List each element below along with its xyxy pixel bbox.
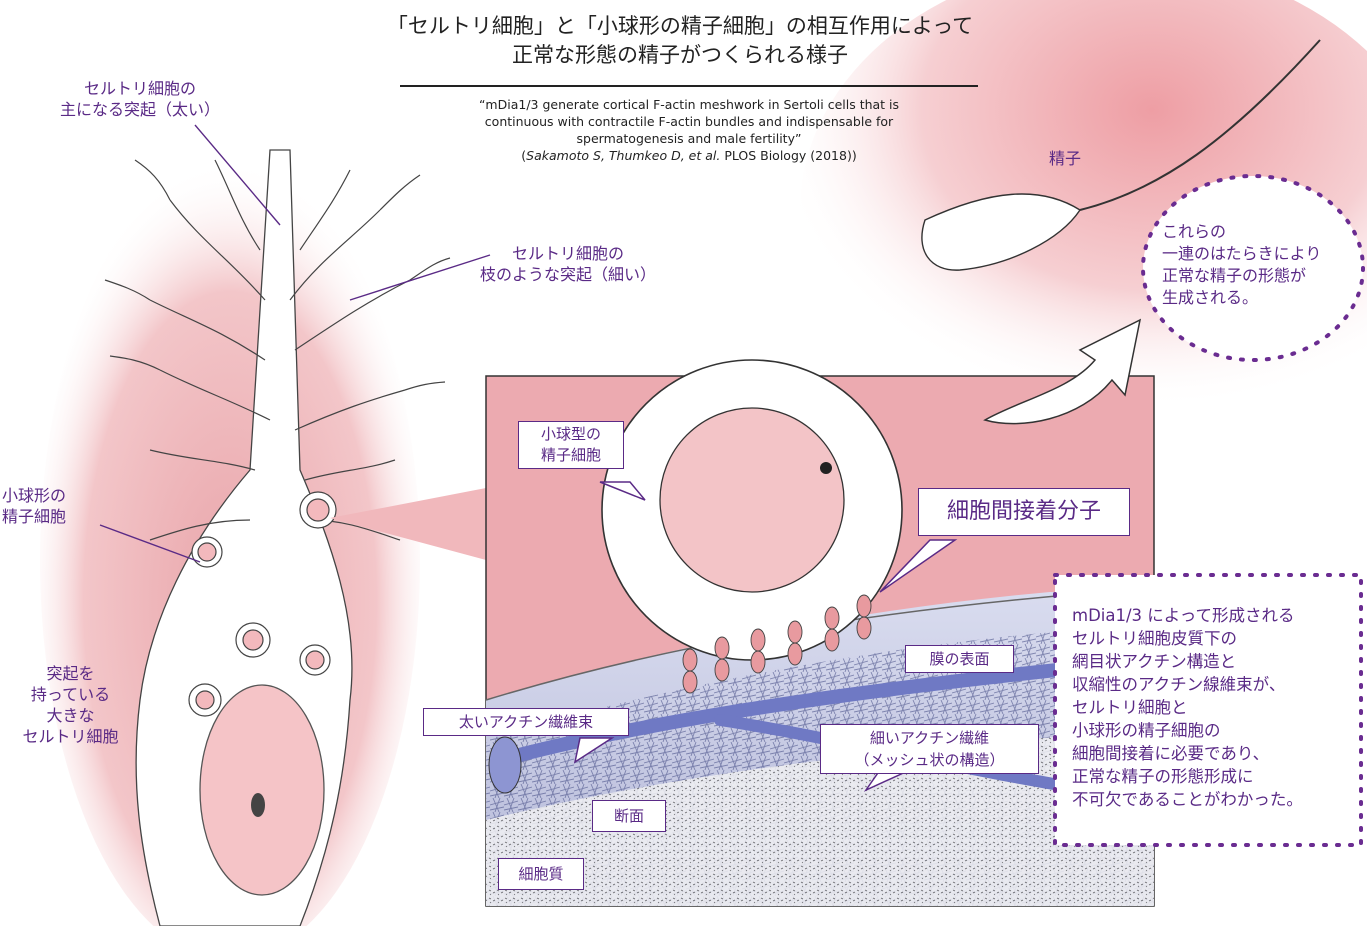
summary-note-line-4: 収縮性のアクチン線維束が、 (1072, 673, 1362, 696)
label-cytoplasm: 細胞質 (498, 858, 584, 890)
bubble-note-line-4: 生成される。 (1162, 287, 1357, 309)
label-thin-actin-line-1: 細いアクチン繊維 (827, 727, 1032, 749)
summary-note-line-8: 正常な精子の形態形成に (1072, 765, 1362, 788)
label-spermatid-left: 小球形の 精子細胞 (2, 485, 102, 527)
label-large-sertoli-line-2: 持っている (8, 684, 133, 705)
label-spermatid-inset: 小球型の 精子細胞 (518, 421, 624, 469)
label-thin-actin-line-2: （メッシュ状の構造） (827, 749, 1032, 771)
label-large-sertoli-line-4: セルトリ細胞 (8, 726, 133, 747)
citation-line-2: continuous with contractile F-actin bund… (400, 113, 978, 130)
title-divider (400, 85, 978, 87)
label-branch-process-line-1: セルトリ細胞の (448, 243, 688, 264)
summary-note: mDia1/3 によって形成される セルトリ細胞皮質下の 網目状アクチン構造と … (1072, 604, 1362, 811)
bubble-note-line-1: これらの (1162, 221, 1357, 243)
summary-note-line-2: セルトリ細胞皮質下の (1072, 627, 1362, 650)
label-thick-actin: 太いアクチン繊維束 (423, 708, 629, 736)
label-spermatid-left-line-1: 小球形の (2, 485, 102, 506)
bubble-note-line-2: 一連のはたらきにより (1162, 243, 1357, 265)
label-thin-actin: 細いアクチン繊維 （メッシュ状の構造） (820, 724, 1039, 774)
label-branch-process: セルトリ細胞の 枝のような突起（細い） (448, 243, 688, 285)
label-large-sertoli-line-1: 突起を (8, 663, 133, 684)
label-main-process-line-1: セルトリ細胞の (30, 78, 250, 99)
bubble-note-line-3: 正常な精子の形態が (1162, 265, 1357, 287)
summary-note-line-7: 細胞間接着に必要であり、 (1072, 742, 1362, 765)
summary-note-line-9: 不可欠であることがわかった。 (1072, 788, 1362, 811)
label-branch-process-line-2: 枝のような突起（細い） (448, 264, 688, 285)
label-cross-section: 断面 (592, 800, 666, 832)
label-membrane-surface: 膜の表面 (905, 645, 1014, 673)
summary-note-line-5: セルトリ細胞と (1072, 696, 1362, 719)
label-spermatid-inset-line-1: 小球型の (525, 424, 617, 445)
citation: “mDia1/3 generate cortical F-actin meshw… (400, 96, 978, 164)
citation-authors: Sakamoto S, Thumkeo D, et al. (526, 148, 720, 163)
bubble-note: これらの 一連のはたらきにより 正常な精子の形態が 生成される。 (1162, 221, 1357, 309)
label-main-process-line-2: 主になる突起（太い） (30, 99, 250, 120)
citation-ref: (Sakamoto S, Thumkeo D, et al. PLOS Biol… (400, 147, 978, 164)
diagram-title: 「セルトリ細胞」と「小球形の精子細胞」の相互作用によって 正常な形態の精子がつく… (330, 12, 1030, 70)
summary-note-line-1: mDia1/3 によって形成される (1072, 604, 1362, 627)
summary-note-line-6: 小球形の精子細胞の (1072, 719, 1362, 742)
label-large-sertoli-line-3: 大きな (8, 705, 133, 726)
label-spermatid-left-line-2: 精子細胞 (2, 506, 102, 527)
label-main-process: セルトリ細胞の 主になる突起（太い） (30, 78, 250, 120)
summary-note-line-3: 網目状アクチン構造と (1072, 650, 1362, 673)
label-sperm: 精子 (1040, 148, 1090, 169)
title-line-1: 「セルトリ細胞」と「小球形の精子細胞」の相互作用によって (330, 12, 1030, 41)
label-adhesion: 細胞間接着分子 (918, 488, 1130, 536)
citation-line-1: “mDia1/3 generate cortical F-actin meshw… (400, 96, 978, 113)
citation-journal: PLOS Biology (2018)) (724, 148, 856, 163)
label-large-sertoli: 突起を 持っている 大きな セルトリ細胞 (8, 663, 133, 747)
label-spermatid-inset-line-2: 精子細胞 (525, 445, 617, 466)
title-line-2: 正常な形態の精子がつくられる様子 (330, 41, 1030, 70)
citation-line-3: spermatogenesis and male fertility” (400, 130, 978, 147)
